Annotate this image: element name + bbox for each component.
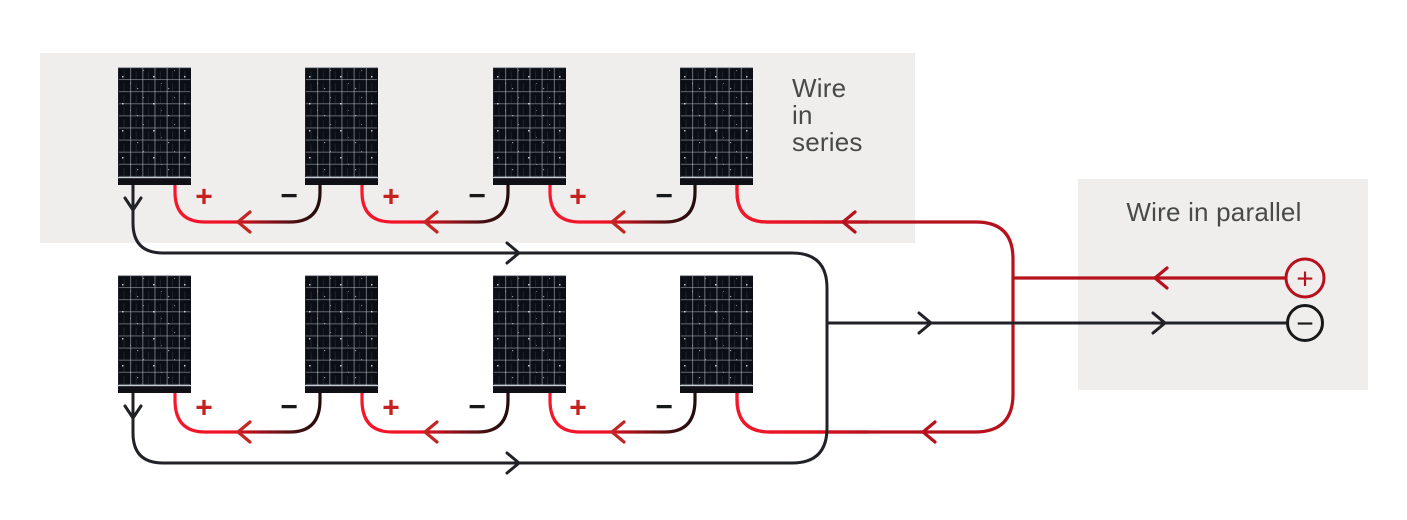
solar-panel	[493, 275, 566, 393]
plus-label: +	[195, 181, 213, 214]
plus-label: +	[382, 392, 400, 425]
solar-panel	[118, 67, 191, 185]
current-arrow-left-icon	[236, 420, 252, 444]
minus-label: −	[280, 180, 298, 213]
current-arrow-left-icon	[921, 420, 937, 444]
current-arrow-left-icon	[236, 210, 252, 234]
current-arrow-left-icon	[423, 210, 439, 234]
negative-terminal: −	[1286, 304, 1324, 342]
minus-label: −	[655, 391, 673, 424]
positive-pigtail-row1	[735, 185, 868, 224]
negative-bus-wire	[131, 185, 829, 465]
current-arrow-right-icon	[1151, 311, 1167, 335]
current-arrow-left-icon	[423, 420, 439, 444]
minus-label: −	[468, 391, 486, 424]
series-section-title: Wire in series	[792, 73, 863, 157]
current-arrow-left-icon	[610, 420, 626, 444]
current-arrow-right-icon	[505, 451, 521, 475]
current-arrow-down-icon	[123, 404, 143, 420]
plus-label: +	[569, 181, 587, 214]
solar-panel	[305, 275, 378, 393]
current-arrow-right-icon	[505, 241, 521, 265]
current-arrow-down-icon	[123, 196, 143, 212]
solar-panel	[680, 67, 753, 185]
current-arrow-right-icon	[917, 311, 933, 335]
plus-terminal-icon: +	[1296, 263, 1314, 296]
series-link-wire	[360, 185, 510, 224]
positive-terminal: +	[1284, 257, 1326, 299]
solar-panel	[305, 67, 378, 185]
series-link-wire	[173, 185, 322, 224]
solar-panel	[493, 67, 566, 185]
current-arrow-left-icon	[841, 210, 857, 234]
plus-label: +	[382, 181, 400, 214]
negative-terminal-circle	[1286, 304, 1324, 342]
current-arrow-left-icon	[1153, 266, 1169, 290]
series-link-wire	[548, 393, 697, 434]
series-title-line2: in	[792, 100, 813, 130]
series-link-wire	[173, 393, 322, 434]
plus-label: +	[195, 392, 213, 425]
positive-terminal-circle	[1284, 257, 1326, 299]
series-link-wire	[548, 185, 697, 224]
minus-label: −	[468, 180, 486, 213]
minus-label: −	[280, 391, 298, 424]
positive-pigtail-row2	[735, 393, 868, 434]
series-title-line3: series	[792, 127, 863, 157]
current-arrow-left-icon	[610, 210, 626, 234]
solar-panel	[118, 275, 191, 393]
solar-panel	[680, 275, 753, 393]
series-link-wire	[360, 393, 510, 434]
minus-terminal-icon: −	[1296, 308, 1314, 341]
minus-label: −	[655, 180, 673, 213]
series-title-line1: Wire	[792, 73, 846, 103]
parallel-section-title: Wire in parallel	[1126, 197, 1301, 227]
plus-label: +	[569, 392, 587, 425]
